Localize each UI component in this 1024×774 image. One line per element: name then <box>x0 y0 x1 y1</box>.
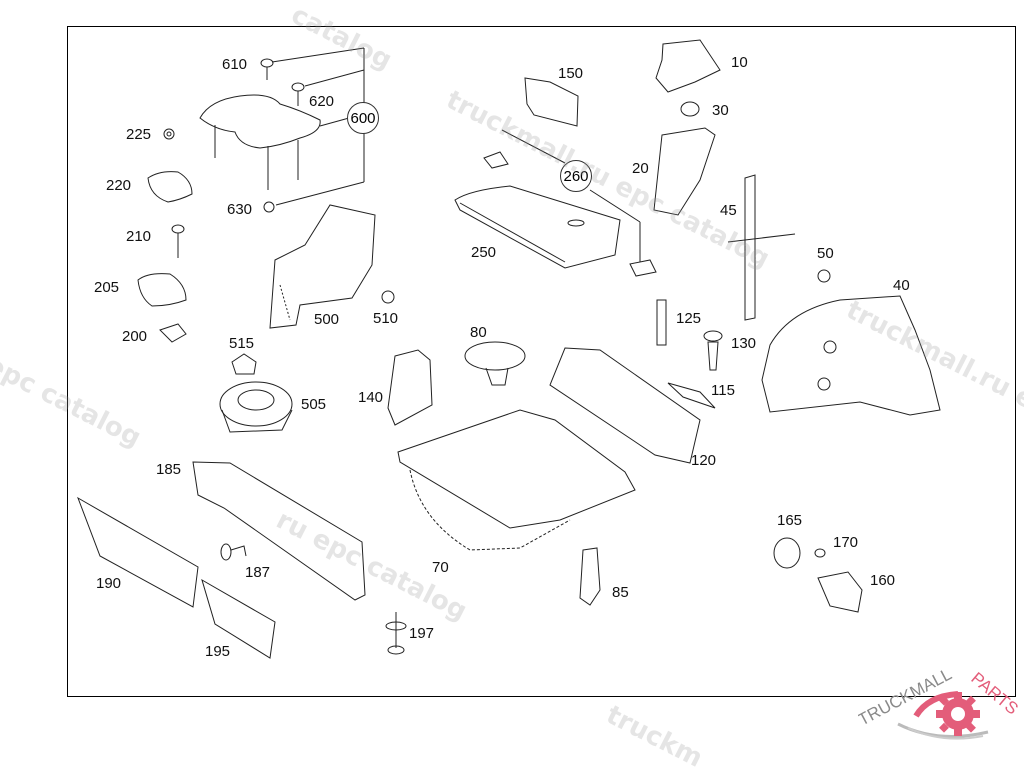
part-140-bracket[interactable] <box>387 349 433 426</box>
part-200-clip[interactable] <box>159 323 187 343</box>
callout-195[interactable]: 195 <box>205 643 231 660</box>
gear-icon: TRUCKMALL PARTS <box>855 664 1022 740</box>
part-600-plate[interactable] <box>199 94 321 190</box>
part-170-screw[interactable] <box>814 548 826 558</box>
truckmall-parts-logo: TRUCKMALL PARTS <box>855 664 1022 750</box>
part-250-roller-cover[interactable] <box>454 185 621 269</box>
callout-225[interactable]: 225 <box>126 126 152 143</box>
part-10-latch[interactable] <box>655 39 721 93</box>
callout-187[interactable]: 187 <box>245 564 271 581</box>
part-50-nut[interactable] <box>817 269 831 283</box>
callout-85[interactable]: 85 <box>612 584 629 601</box>
callout-630[interactable]: 630 <box>227 201 253 218</box>
callout-190[interactable]: 190 <box>96 575 122 592</box>
callout-30[interactable]: 30 <box>712 102 729 119</box>
part-130-rivet[interactable] <box>703 330 723 371</box>
part-195-trim-panel[interactable] <box>201 578 276 659</box>
part-80-clip[interactable] <box>464 341 526 386</box>
part-187-clip[interactable] <box>220 543 247 561</box>
callout-20[interactable]: 20 <box>632 160 649 177</box>
part-505-holder[interactable] <box>219 381 293 433</box>
callout-250[interactable]: 250 <box>471 244 497 261</box>
part-630-nut[interactable] <box>263 201 275 213</box>
part-210-bolt[interactable] <box>171 224 185 258</box>
callout-45[interactable]: 45 <box>720 202 737 219</box>
part-190-trim-panel[interactable] <box>77 496 199 608</box>
part-120-sill-panel[interactable] <box>549 347 701 464</box>
callout-115[interactable]: 115 <box>711 382 735 399</box>
parts-illustration <box>77 39 941 659</box>
callout-620[interactable]: 620 <box>309 93 335 110</box>
part-205-cover[interactable] <box>137 273 187 307</box>
part-30-plug[interactable] <box>680 101 700 117</box>
callout-185[interactable]: 185 <box>156 461 182 478</box>
part-160-lock[interactable] <box>817 571 863 613</box>
callout-40[interactable]: 40 <box>893 277 910 294</box>
callout-600-label: 600 <box>350 109 376 127</box>
part-515-nut[interactable] <box>231 353 257 375</box>
part-85-bumper[interactable] <box>579 547 601 606</box>
callout-140[interactable]: 140 <box>358 389 384 406</box>
callout-610[interactable]: 610 <box>222 56 248 73</box>
callout-500[interactable]: 500 <box>314 311 340 328</box>
callout-600[interactable]: 600 <box>347 102 379 134</box>
callout-150[interactable]: 150 <box>558 65 584 82</box>
callout-160[interactable]: 160 <box>870 572 896 589</box>
callout-165[interactable]: 165 <box>777 512 803 529</box>
callout-170[interactable]: 170 <box>833 534 859 551</box>
part-150-bracket[interactable] <box>524 77 579 127</box>
callout-200[interactable]: 200 <box>122 328 148 345</box>
part-220-cap[interactable] <box>147 171 193 203</box>
callout-205[interactable]: 205 <box>94 279 120 296</box>
part-165-cover[interactable] <box>773 537 801 569</box>
part-225-washer[interactable] <box>163 128 175 140</box>
callout-80[interactable]: 80 <box>470 324 487 341</box>
callout-70[interactable]: 70 <box>432 559 449 576</box>
part-40-side-panel[interactable] <box>761 295 941 416</box>
callout-505[interactable]: 505 <box>301 396 327 413</box>
group-260-leaders <box>501 129 641 262</box>
part-620-screw[interactable] <box>291 82 305 106</box>
part-125-pin[interactable] <box>656 299 667 346</box>
part-260-handle[interactable] <box>629 259 657 277</box>
part-197-bolt[interactable] <box>385 612 407 655</box>
part-70-tray[interactable] <box>397 409 636 551</box>
part-45-rod[interactable] <box>727 174 796 321</box>
callout-125[interactable]: 125 <box>676 310 702 327</box>
callout-515[interactable]: 515 <box>229 335 255 352</box>
part-185-trim-panel[interactable] <box>192 461 366 601</box>
callout-210[interactable]: 210 <box>126 228 152 245</box>
part-115-strip[interactable] <box>667 382 716 409</box>
part-510-grommet[interactable] <box>381 290 395 304</box>
callout-120[interactable]: 120 <box>691 452 717 469</box>
callout-197[interactable]: 197 <box>409 625 435 642</box>
part-260-clip[interactable] <box>483 151 509 169</box>
callout-510[interactable]: 510 <box>373 310 399 327</box>
callout-260-label: 260 <box>563 167 589 185</box>
part-500-bracket[interactable] <box>269 204 376 329</box>
callout-130[interactable]: 130 <box>731 335 757 352</box>
callout-10[interactable]: 10 <box>731 54 748 71</box>
group-600-leaders <box>271 47 365 206</box>
callout-220[interactable]: 220 <box>106 177 132 194</box>
callout-260[interactable]: 260 <box>560 160 592 192</box>
part-610-screw[interactable] <box>260 58 274 80</box>
part-20-trim[interactable] <box>653 127 716 216</box>
callout-50[interactable]: 50 <box>817 245 834 262</box>
